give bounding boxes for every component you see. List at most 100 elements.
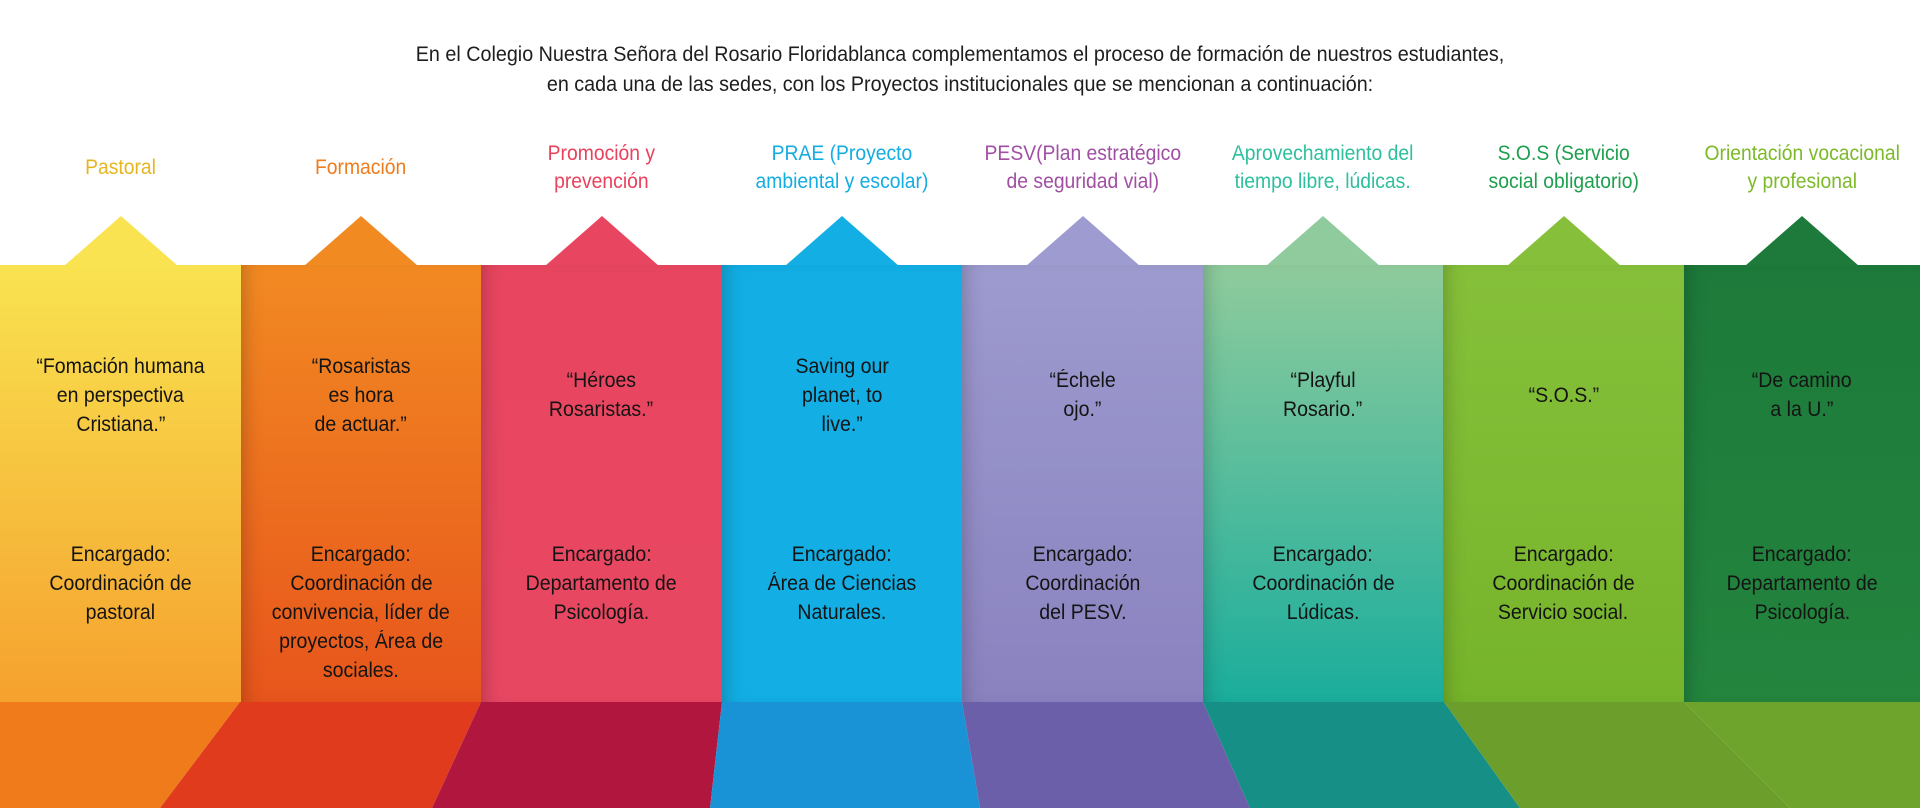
- project-title-line: Pastoral: [85, 156, 156, 179]
- project-slogan: “Rosaristas es hora de actuar.”: [245, 320, 477, 470]
- arrow-tip: [1506, 216, 1621, 266]
- project-responsible-line: Departamento de: [1726, 572, 1878, 595]
- project-slogan-line: es hora: [328, 383, 394, 407]
- project-title: Aprovechamiento del tiempo libre, lúdicas…: [1191, 138, 1455, 198]
- project-responsible-line: Encargado:: [551, 543, 652, 566]
- project-responsible-line: Naturales.: [797, 601, 887, 624]
- project-title-line: PRAE (Proyecto: [771, 142, 913, 165]
- floor-segment: [710, 702, 980, 808]
- project-slogan-line: “Échele: [1049, 369, 1116, 392]
- project-slogan: Saving our planet, to live.”: [726, 320, 958, 470]
- project-title-text: PRAE (Proyecto ambiental y escolar): [756, 140, 929, 196]
- project-slogan-line: en perspectiva: [56, 383, 185, 407]
- project-panel: [962, 265, 1203, 703]
- project-title-text: Aprovechamiento del tiempo libre, lúdicas…: [1232, 140, 1414, 196]
- arrow-tip: [544, 216, 659, 266]
- project-responsible-line: Coordinación de: [1492, 572, 1635, 595]
- arrow-tip: [1025, 216, 1140, 266]
- project-responsible-line: Encargado:: [1273, 543, 1373, 566]
- floor-segment: [432, 702, 722, 808]
- project-slogan: “S.O.S.”: [1447, 320, 1680, 470]
- arrow-tip: [304, 216, 418, 266]
- project-slogan-line: Saving our: [795, 354, 889, 378]
- project-title-text: Formación: [315, 154, 406, 182]
- arrow-tip: [785, 216, 899, 266]
- project-slogan-line: “De camino: [1752, 369, 1852, 392]
- project-responsible-line: sociales.: [323, 659, 399, 682]
- intro-text: En el Colegio Nuestra Señora del Rosario…: [58, 40, 1863, 100]
- project-title-line: tiempo libre, lúdicas.: [1234, 170, 1412, 193]
- project-slogan-line: planet, to: [801, 383, 883, 407]
- project-slogan-line: Rosaristas.”: [549, 398, 654, 421]
- project-panel: [1443, 265, 1684, 703]
- perspective-floor: [0, 702, 1920, 808]
- project-responsible-line: del PESV.: [1038, 601, 1127, 624]
- project-responsible-line: Lúdicas.: [1286, 601, 1360, 624]
- project-slogan-line: de actuar.”: [314, 412, 408, 436]
- project-panel: [481, 265, 722, 703]
- project-responsible: Encargado: Coordinación de Lúdicas.: [1207, 540, 1439, 627]
- project-title-line: PESV(Plan estratégico: [984, 142, 1181, 165]
- project-column: PESV(Plan estratégico de seguridad vial) “…: [962, 0, 1203, 808]
- project-responsible-line: Coordinación: [1024, 572, 1141, 595]
- project-title: Promoción y prevención: [469, 138, 734, 198]
- project-title-text: Orientación vocacional y profesional: [1704, 140, 1899, 196]
- floor-segment: [160, 702, 481, 808]
- project-title-line: Promoción y: [547, 142, 656, 165]
- project-title-line: ambiental y escolar): [755, 170, 929, 193]
- project-title-text: Pastoral: [85, 154, 156, 182]
- project-responsible-line: Coordinación de: [1251, 572, 1395, 595]
- project-responsible-line: Encargado:: [792, 543, 892, 566]
- arrow-tip: [1266, 216, 1380, 266]
- project-slogan-line: “Fomación humana: [36, 354, 205, 378]
- project-title: Orientación vocacional y profesional: [1672, 138, 1920, 198]
- floor-segment: [1203, 702, 1520, 808]
- project-slogan-line: Cristiana.”: [75, 412, 165, 436]
- project-column: Orientación vocacional y profesional “De c…: [1684, 0, 1920, 808]
- intro-line-1: En el Colegio Nuestra Señora del Rosario…: [415, 43, 1505, 66]
- project-responsible-line: Encargado:: [1513, 543, 1614, 566]
- project-title-line: social obligatorio): [1488, 170, 1639, 193]
- project-title-line: Orientación vocacional: [1704, 142, 1900, 165]
- project-title: PRAE (Proyecto ambiental y escolar): [710, 138, 974, 198]
- project-panel: [1203, 265, 1443, 703]
- project-title: Formación: [229, 138, 493, 198]
- project-responsible-line: Encargado:: [70, 543, 171, 566]
- project-title-line: prevención: [554, 170, 649, 193]
- project-title-line: y profesional: [1747, 170, 1857, 193]
- project-slogan-line: ojo.”: [1063, 398, 1102, 421]
- project-slogan-line: “Héroes: [566, 369, 637, 392]
- project-title-text: PESV(Plan estratégico de seguridad vial): [984, 140, 1181, 196]
- project-responsible-line: Coordinación de: [49, 572, 192, 595]
- project-responsible-line: pastoral: [85, 601, 156, 624]
- project-responsible: Encargado: Coordinación de pastoral: [4, 540, 237, 627]
- project-title-line: de seguridad vial): [1006, 170, 1159, 193]
- project-responsible-line: proyectos, Área de: [279, 630, 443, 653]
- project-panel: [0, 265, 241, 703]
- project-slogan-line: “Rosaristas: [311, 354, 411, 378]
- project-responsible-line: convivencia, líder de: [271, 601, 451, 624]
- project-slogan-line: Rosario.”: [1283, 398, 1363, 421]
- project-responsible-line: Encargado:: [1032, 543, 1133, 566]
- project-responsible: Encargado: Coordinación del PESV.: [966, 540, 1199, 627]
- project-slogan-line: “Playful: [1290, 369, 1356, 392]
- project-column: Aprovechamiento del tiempo libre, lúdicas…: [1203, 0, 1443, 808]
- floor-segment: [962, 702, 1250, 808]
- project-slogan-line: live.”: [821, 412, 863, 436]
- project-title: PESV(Plan estratégico de seguridad vial): [950, 138, 1215, 198]
- project-title-line: Aprovechamiento del: [1232, 142, 1414, 165]
- project-title-text: Promoción y prevención: [548, 140, 655, 196]
- project-responsible-line: Psicología.: [553, 601, 650, 624]
